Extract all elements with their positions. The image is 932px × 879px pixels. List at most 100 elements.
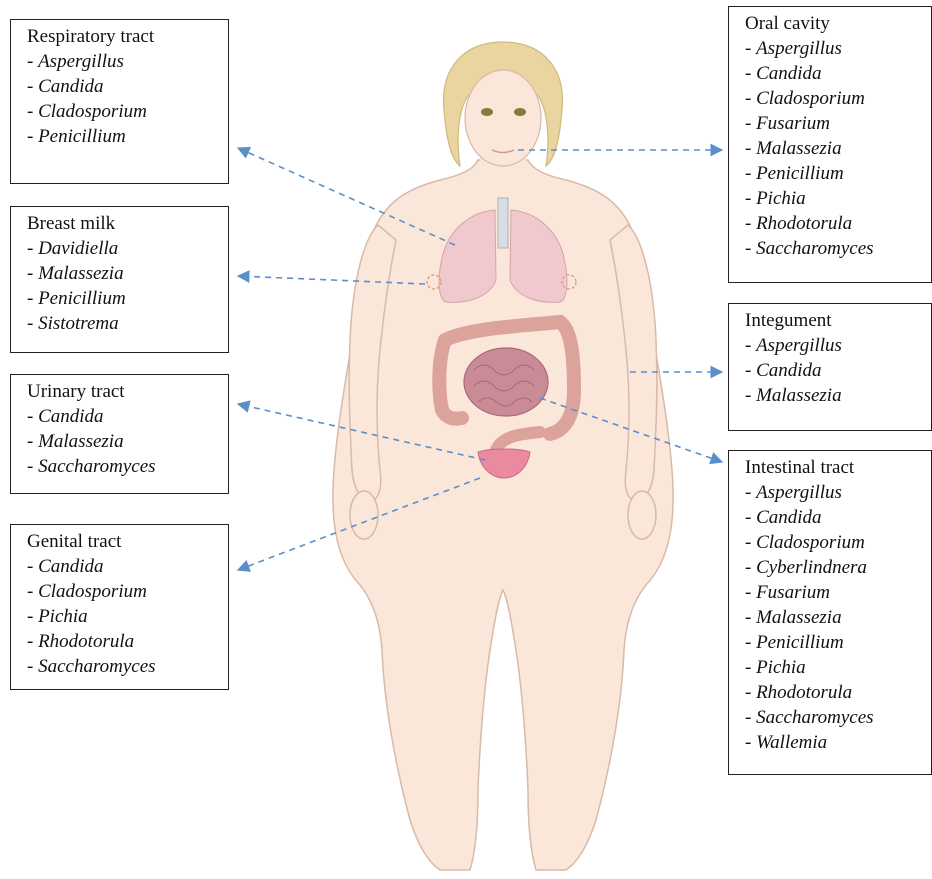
genus-name: Saccharomyces bbox=[38, 456, 155, 477]
genus-item: - Malassezia bbox=[745, 605, 931, 630]
genus-name: Cyberlindnera bbox=[756, 557, 867, 578]
integument-genera: - Aspergillus- Candida- Malassezia bbox=[745, 333, 931, 408]
genus-item: - Rhodotorula bbox=[745, 680, 931, 705]
genus-item: - Fusarium bbox=[745, 580, 931, 605]
genus-name: Cladosporium bbox=[38, 101, 147, 122]
right-eye bbox=[514, 108, 526, 116]
genus-item: - Cladosporium bbox=[745, 530, 931, 555]
genus-name: Candida bbox=[38, 556, 103, 577]
genus-item: - Candida bbox=[27, 554, 228, 579]
genus-name: Rhodotorula bbox=[38, 631, 134, 652]
genus-item: - Pichia bbox=[745, 655, 931, 680]
face bbox=[465, 70, 541, 166]
genus-item: - Saccharomyces bbox=[27, 454, 228, 479]
genus-item: - Candida bbox=[27, 74, 228, 99]
genus-name: Malassezia bbox=[38, 431, 124, 452]
genus-item: - Rhodotorula bbox=[27, 629, 228, 654]
genus-item: - Candida bbox=[745, 358, 931, 383]
genus-name: Rhodotorula bbox=[756, 213, 852, 234]
genus-name: Pichia bbox=[38, 606, 88, 627]
genus-name: Cladosporium bbox=[756, 88, 865, 109]
genus-name: Rhodotorula bbox=[756, 682, 852, 703]
genus-name: Cladosporium bbox=[38, 581, 147, 602]
genus-name: Aspergillus bbox=[756, 38, 842, 59]
right-hand bbox=[628, 491, 656, 539]
trachea bbox=[498, 198, 508, 248]
genus-item: - Aspergillus bbox=[745, 480, 931, 505]
genus-item: - Aspergillus bbox=[27, 49, 228, 74]
genus-name: Aspergillus bbox=[756, 482, 842, 503]
genus-item: - Candida bbox=[745, 61, 931, 86]
genus-item: - Sistotrema bbox=[27, 311, 228, 336]
genus-item: - Candida bbox=[745, 505, 931, 530]
oral-cavity-box: Oral cavity - Aspergillus- Candida- Clad… bbox=[728, 6, 932, 283]
respiratory-tract-title: Respiratory tract bbox=[27, 24, 228, 49]
genus-name: Penicillium bbox=[38, 126, 126, 147]
left-hand bbox=[350, 491, 378, 539]
genus-name: Aspergillus bbox=[38, 51, 124, 72]
genus-name: Candida bbox=[756, 360, 821, 381]
urinary-tract-box: Urinary tract - Candida- Malassezia- Sac… bbox=[10, 374, 229, 494]
breast-milk-title: Breast milk bbox=[27, 211, 228, 236]
genus-name: Candida bbox=[38, 76, 103, 97]
genus-item: - Davidiella bbox=[27, 236, 228, 261]
genus-item: - Penicillium bbox=[745, 630, 931, 655]
genus-item: - Malassezia bbox=[27, 429, 228, 454]
genus-name: Malassezia bbox=[756, 607, 842, 628]
genus-name: Pichia bbox=[756, 188, 806, 209]
genus-item: - Saccharomyces bbox=[745, 236, 931, 261]
genus-name: Aspergillus bbox=[756, 335, 842, 356]
genus-name: Saccharomyces bbox=[38, 656, 155, 677]
genus-item: - Cladosporium bbox=[27, 99, 228, 124]
breast-milk-genera: - Davidiella- Malassezia- Penicillium- S… bbox=[27, 236, 228, 336]
left-eye bbox=[481, 108, 493, 116]
genus-name: Cladosporium bbox=[756, 532, 865, 553]
genus-item: - Malassezia bbox=[27, 261, 228, 286]
respiratory-tract-genera: - Aspergillus- Candida- Cladosporium- Pe… bbox=[27, 49, 228, 149]
genus-item: - Penicillium bbox=[745, 161, 931, 186]
genus-name: Penicillium bbox=[756, 632, 844, 653]
genus-name: Saccharomyces bbox=[756, 238, 873, 259]
genus-name: Fusarium bbox=[756, 113, 830, 134]
genus-item: - Cladosporium bbox=[745, 86, 931, 111]
genus-name: Penicillium bbox=[38, 288, 126, 309]
genus-item: - Penicillium bbox=[27, 286, 228, 311]
genus-item: - Pichia bbox=[27, 604, 228, 629]
genus-item: - Aspergillus bbox=[745, 36, 931, 61]
genus-item: - Saccharomyces bbox=[27, 654, 228, 679]
genus-item: - Rhodotorula bbox=[745, 211, 931, 236]
genus-name: Malassezia bbox=[756, 385, 842, 406]
genus-item: - Candida bbox=[27, 404, 228, 429]
genus-item: - Aspergillus bbox=[745, 333, 931, 358]
genital-tract-box: Genital tract - Candida- Cladosporium- P… bbox=[10, 524, 229, 690]
genus-name: Fusarium bbox=[756, 582, 830, 603]
genus-name: Saccharomyces bbox=[756, 707, 873, 728]
genus-name: Malassezia bbox=[756, 138, 842, 159]
genus-item: - Malassezia bbox=[745, 136, 931, 161]
urinary-tract-genera: - Candida- Malassezia- Saccharomyces bbox=[27, 404, 228, 479]
genital-tract-genera: - Candida- Cladosporium- Pichia- Rhodoto… bbox=[27, 554, 228, 679]
genus-name: Penicillium bbox=[756, 163, 844, 184]
genus-item: - Cyberlindnera bbox=[745, 555, 931, 580]
intestinal-tract-title: Intestinal tract bbox=[745, 455, 931, 480]
genus-item: - Wallemia bbox=[745, 730, 931, 755]
genus-item: - Fusarium bbox=[745, 111, 931, 136]
genus-name: Malassezia bbox=[38, 263, 124, 284]
breast-milk-box: Breast milk - Davidiella- Malassezia- Pe… bbox=[10, 206, 229, 353]
genus-item: - Pichia bbox=[745, 186, 931, 211]
integument-title: Integument bbox=[745, 308, 931, 333]
genus-item: - Cladosporium bbox=[27, 579, 228, 604]
genus-item: - Saccharomyces bbox=[745, 705, 931, 730]
genus-item: - Malassezia bbox=[745, 383, 931, 408]
integument-box: Integument - Aspergillus- Candida- Malas… bbox=[728, 303, 932, 431]
genus-name: Candida bbox=[756, 63, 821, 84]
genus-name: Candida bbox=[38, 406, 103, 427]
genital-tract-title: Genital tract bbox=[27, 529, 228, 554]
intestinal-tract-box: Intestinal tract - Aspergillus- Candida-… bbox=[728, 450, 932, 775]
respiratory-tract-box: Respiratory tract - Aspergillus- Candida… bbox=[10, 19, 229, 184]
genus-item: - Penicillium bbox=[27, 124, 228, 149]
genus-name: Davidiella bbox=[38, 238, 118, 259]
genus-name: Sistotrema bbox=[38, 313, 119, 334]
intestinal-tract-genera: - Aspergillus- Candida- Cladosporium- Cy… bbox=[745, 480, 931, 755]
